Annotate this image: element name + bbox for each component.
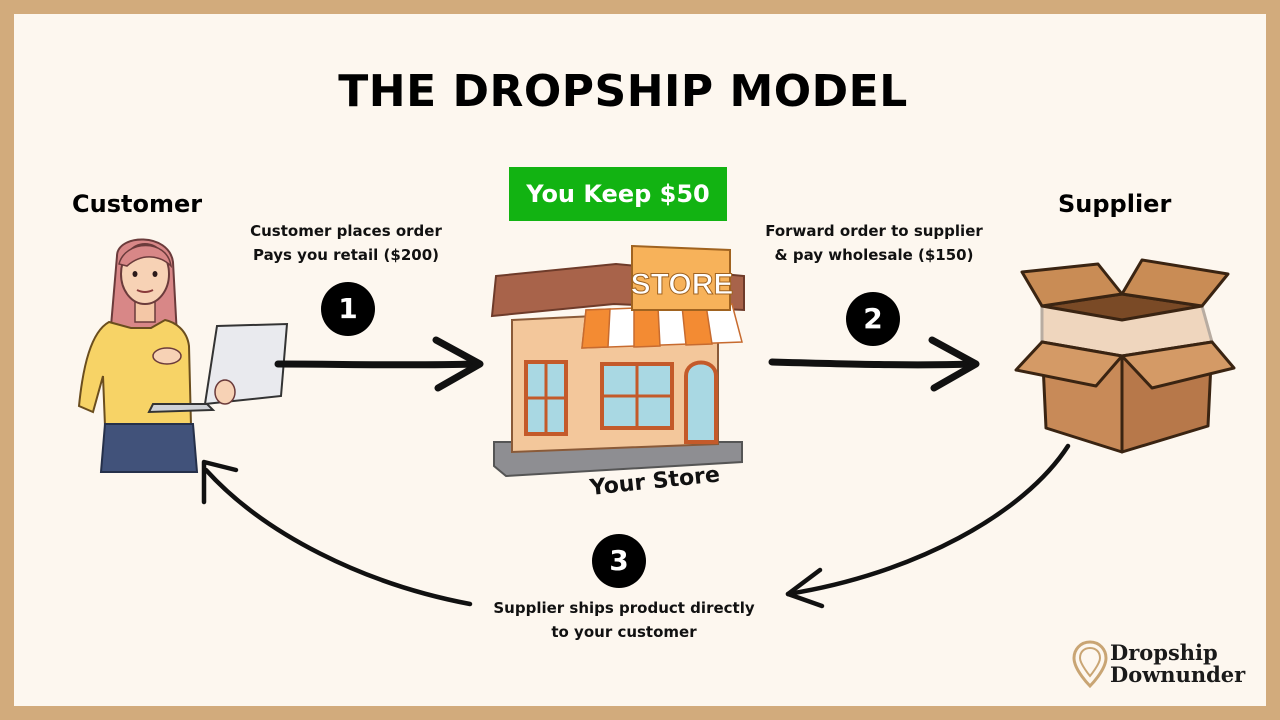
step-3-badge: 3	[592, 534, 646, 588]
map-pin-icon	[1072, 640, 1108, 688]
step-3-line-2: to your customer	[484, 620, 764, 644]
brand-line-1: Dropship	[1110, 642, 1245, 664]
arrow-return-to-customer	[204, 462, 470, 604]
arrow-store-to-supplier	[772, 340, 976, 388]
arrow-supplier-to-customer-shipping	[788, 446, 1068, 606]
brand-line-2: Downunder	[1110, 664, 1245, 686]
step-3-line-1: Supplier ships product directly	[484, 596, 764, 620]
slide-canvas: THE DROPSHIP MODEL Customer Customer pla…	[14, 14, 1266, 706]
brand-logo-text: Dropship Downunder	[1110, 642, 1245, 686]
arrow-customer-to-store	[278, 340, 480, 388]
step-3-description: Supplier ships product directly to your …	[484, 596, 764, 644]
